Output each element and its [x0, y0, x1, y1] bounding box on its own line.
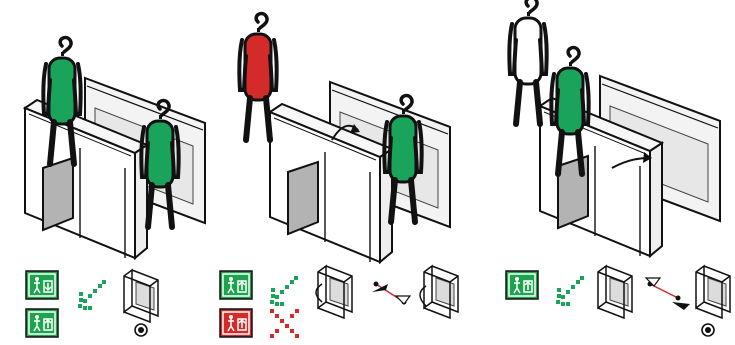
entry-allowed-sign [26, 271, 58, 299]
legend-scene-3 [506, 266, 730, 336]
legend-scene-1 [26, 270, 158, 337]
gate-swing-icon [420, 266, 458, 318]
entry-denied-sign [220, 309, 252, 337]
entry-allowed-sign [220, 271, 252, 299]
red-cross-icon [270, 309, 299, 338]
exit-allowed-sign [26, 309, 58, 337]
green-arrow-icon [556, 276, 584, 306]
scene-2 [220, 14, 458, 338]
gate-open-icon [696, 266, 730, 318]
legend-scene-2 [220, 266, 458, 338]
gate-open-icon [124, 270, 158, 322]
green-arrow-icon [78, 280, 106, 310]
entry-allowed-sign [506, 271, 538, 299]
status-dot-icon [702, 324, 714, 336]
person-white [509, 0, 546, 124]
gate-open-icon [598, 266, 632, 318]
scene-3 [506, 0, 730, 336]
gate-rotate-icon [316, 266, 352, 318]
swing-direction-icon [646, 278, 690, 310]
scene-1 [25, 38, 205, 337]
green-arrow-icon [270, 276, 298, 306]
person-red [239, 14, 276, 140]
swing-direction-icon [372, 282, 410, 305]
status-dot-icon [135, 324, 147, 336]
